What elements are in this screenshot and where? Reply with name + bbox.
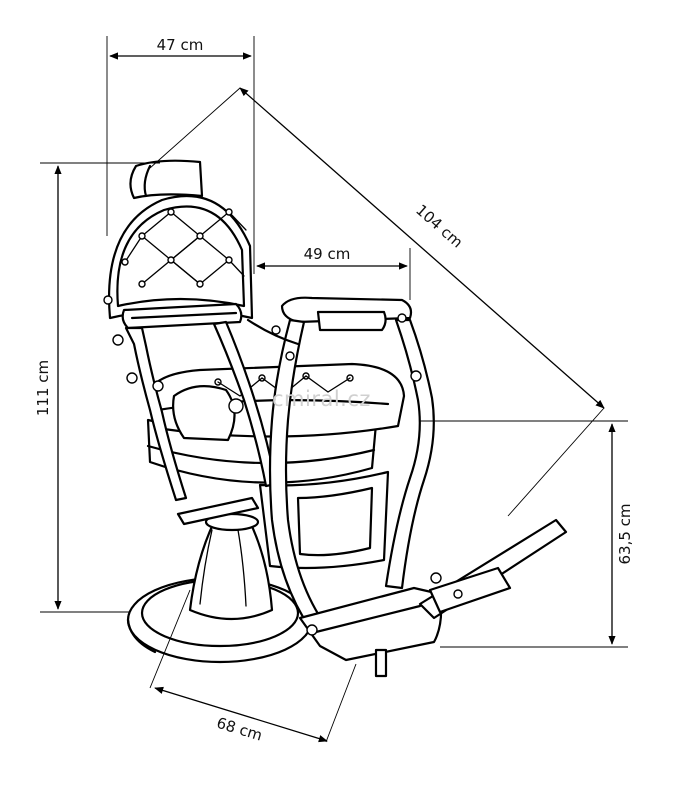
dimension-seat-depth-label: 49 cm: [304, 245, 351, 263]
dimension-total-height-label: 111 cm: [34, 360, 52, 416]
chair-column: [188, 512, 274, 621]
barber-chair-drawing: [103, 159, 568, 678]
dimension-seat-depth: 49 cm: [256, 245, 411, 300]
dimension-base-width-label: 68 cm: [214, 714, 264, 745]
watermark: cmiral.cz: [272, 387, 371, 411]
dimension-total-height: 111 cm: [34, 162, 160, 613]
dimension-seat-height: 63,5 cm: [420, 420, 634, 648]
chair-footrest: [298, 518, 568, 678]
dimension-diagonal-label: 104 cm: [412, 201, 466, 252]
dimension-width-top: 47 cm: [106, 36, 255, 274]
dimension-seat-height-label: 63,5 cm: [616, 503, 634, 564]
hydraulic-pedal: [176, 496, 260, 526]
chair-backrest: [108, 195, 254, 320]
chair-headrest: [129, 159, 204, 200]
dimension-width-top-label: 47 cm: [157, 36, 204, 54]
